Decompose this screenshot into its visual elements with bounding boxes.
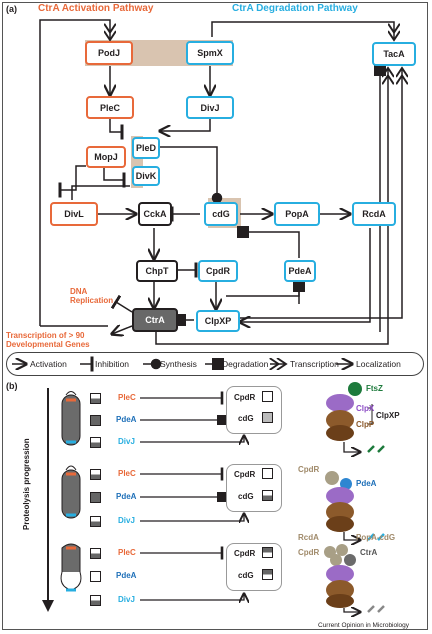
legend-localization: Localization: [356, 359, 401, 369]
row2-cpdr-square: [262, 468, 273, 479]
row1-plec: PleC: [118, 393, 136, 402]
node-divk: DivK: [132, 166, 160, 186]
node-podj: PodJ: [85, 41, 133, 65]
node-cpdr: CpdR: [198, 260, 238, 282]
transcription-note: Transcription of > 90 Developmental Gene…: [6, 331, 90, 349]
row2-divj: DivJ: [118, 516, 135, 525]
figure-frame: [2, 2, 428, 630]
node-ccka: CckA: [138, 202, 172, 226]
row3-box: [226, 543, 282, 591]
legend-activation: Activation: [30, 359, 67, 369]
row2-cdg-square: [262, 490, 273, 501]
proteolysis-axis-label: Proteolysis progression: [22, 438, 31, 530]
node-mopj: MopJ: [86, 146, 126, 168]
node-cdg: cdG: [204, 202, 238, 226]
node-plec: PleC: [86, 96, 134, 119]
legend-inhibition: Inhibition: [95, 359, 130, 369]
node-divl: DivL: [50, 202, 98, 226]
row3-divj: DivJ: [118, 595, 135, 604]
legend-synthesis: Synthesis: [160, 359, 197, 369]
node-chpt: ChpT: [136, 260, 178, 282]
pdea-level-square: [90, 415, 101, 426]
legend-transcription: Transcription: [290, 359, 339, 369]
ctra-substrate-label: CtrA: [360, 548, 378, 557]
pdea-level-square: [90, 571, 101, 582]
node-popa: PopA: [274, 202, 320, 226]
node-spmx: SpmX: [186, 41, 234, 65]
degradation-pathway-title: CtrA Degradation Pathway: [232, 3, 358, 14]
node-pdea: PdeA: [284, 260, 316, 282]
node-pled: PleD: [132, 137, 160, 159]
node-taca: TacA: [372, 42, 416, 66]
row1-cpdr: CpdR: [234, 393, 256, 402]
row3-cdg-square: [262, 569, 273, 580]
dna-replication-note: DNA Replication: [70, 287, 114, 305]
plec-level-square: [90, 548, 101, 559]
ftsz-label: FtsZ: [366, 384, 383, 393]
rcda-adaptor-label: RcdA: [298, 533, 319, 542]
clpxp-label: ClpXP: [376, 411, 400, 420]
footer-credit: Current Opinion in Microbiology: [318, 622, 410, 629]
row1-divj: DivJ: [118, 437, 135, 446]
row3-pdea: PdeA: [116, 571, 137, 580]
row1-cpdr-square: [262, 391, 273, 402]
cpdr-adaptor-label-2: CpdR: [298, 548, 320, 557]
row3-plec: PleC: [118, 548, 136, 557]
legend: [6, 352, 424, 376]
row1-cdg: cdG: [238, 414, 254, 423]
row3-cdg: cdG: [238, 571, 254, 580]
panel-a-label: (a): [6, 4, 17, 14]
clpx-label: ClpX: [356, 404, 375, 413]
row1-pdea: PdeA: [116, 415, 137, 424]
row2-plec: PleC: [118, 469, 136, 478]
divj-level-square: [90, 516, 101, 527]
clpp-label: ClpP: [356, 420, 375, 429]
pdea-level-square: [90, 492, 101, 503]
row1-cdg-square: [262, 412, 273, 423]
activation-pathway-title: CtrA Activation Pathway: [38, 3, 154, 14]
node-ctra: CtrA: [132, 308, 178, 332]
row2-pdea: PdeA: [116, 492, 137, 501]
divj-level-square: [90, 595, 101, 606]
divj-level-square: [90, 437, 101, 448]
row3-cpdr-square: [262, 547, 273, 558]
plec-level-square: [90, 469, 101, 480]
row1-box: [226, 386, 282, 434]
row2-box: [226, 464, 282, 512]
cpdr-adaptor-label: CpdR: [298, 465, 320, 474]
row2-cdg: cdG: [238, 492, 254, 501]
legend-degradation: Degradation: [222, 359, 269, 369]
pdea-substrate-label: PdeA: [356, 479, 377, 488]
row2-cpdr: CpdR: [234, 470, 256, 479]
node-clpxp: ClpXP: [196, 310, 240, 332]
node-rcda: RcdA: [352, 202, 396, 226]
node-divj: DivJ: [186, 96, 234, 119]
plec-level-square: [90, 393, 101, 404]
panel-b-label: (b): [6, 381, 18, 391]
popa-cdg-label: PopA-cdG: [356, 533, 396, 542]
row3-cpdr: CpdR: [234, 549, 256, 558]
